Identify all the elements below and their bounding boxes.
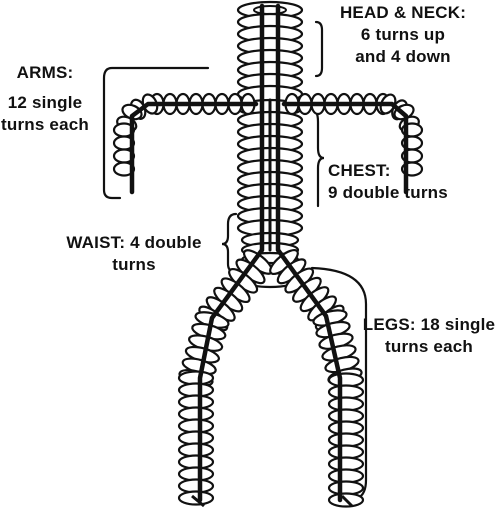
chest-line1: 9 double turns [328,183,448,202]
head-neck-line1: 6 turns up [360,25,446,44]
waist-line1: turns [112,255,156,274]
wire-left-leg-path [197,3,265,503]
wire-right-arm-path [281,101,409,195]
arms-line2: turns each [1,115,89,134]
legs-line1: turns each [385,337,473,356]
chest-bracket [308,106,325,208]
head-neck-label: HEAD & NECK: 6 turns up and 4 down [330,2,476,68]
legs-bracket [310,266,368,500]
chest-label: CHEST: 9 double turns [328,160,448,204]
arms-line1: 12 single [7,93,83,112]
left-foot-end [191,494,205,508]
arms-bracket [102,66,210,200]
wire-left-arm-path [129,101,259,195]
head-neck-bracket [314,20,324,78]
head-top-opening [253,5,287,15]
wire-right-leg-path [275,3,343,503]
head-neck-title: HEAD & NECK: [339,3,467,22]
legs-label: LEGS: 18 single turns each [358,314,500,358]
head-neck-line2: and 4 down [355,47,451,66]
chest-title: CHEST: [328,161,391,180]
legs-title: LEGS: 18 single [362,315,496,334]
arms-title: ARMS: [16,63,74,82]
waist-label: WAIST: 4 double turns [60,232,208,276]
waist-bracket [221,212,238,274]
right-foot-end [340,494,354,508]
arms-label: ARMS: 12 single turns each [0,62,90,136]
waist-title: WAIST: 4 double [66,233,202,252]
